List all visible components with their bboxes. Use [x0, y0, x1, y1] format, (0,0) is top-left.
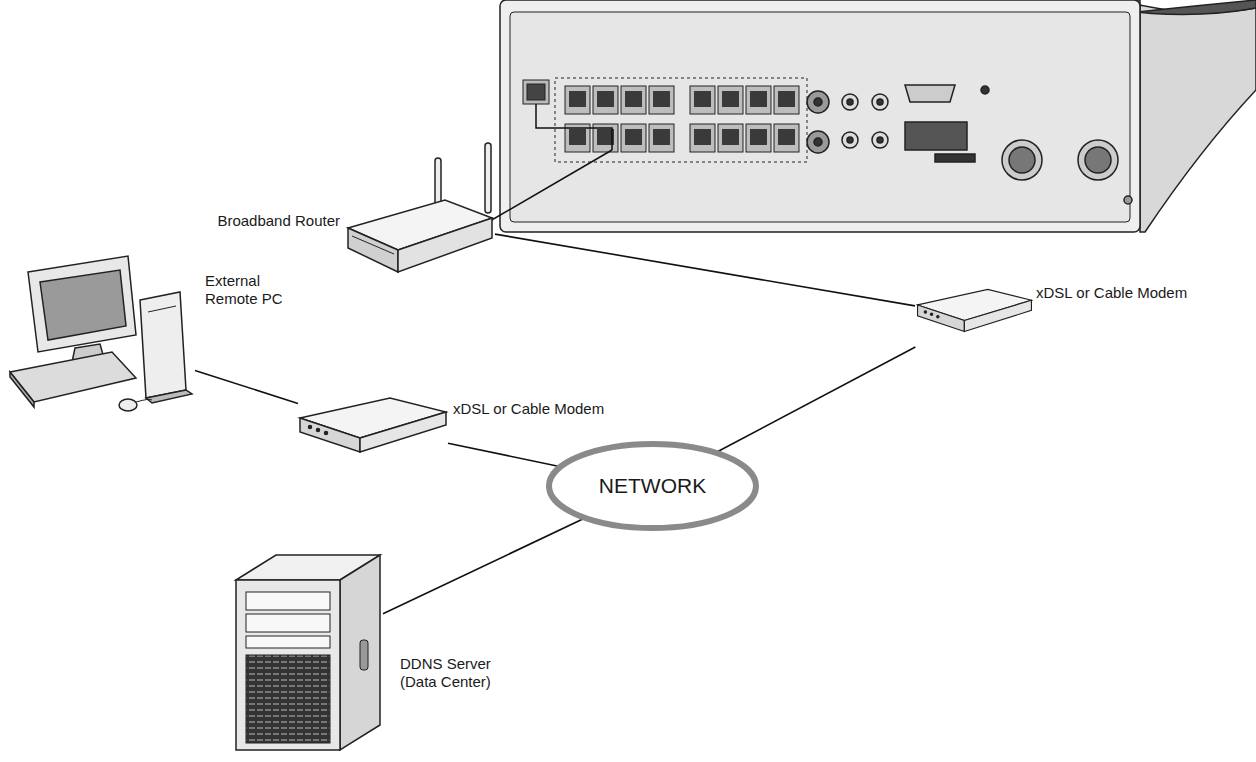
- rj45-socket: [778, 129, 795, 145]
- rj45-port: [746, 86, 771, 114]
- modem-node: xDSL or Cable Modem: [915, 285, 1033, 347]
- rj45-socket: [653, 91, 670, 107]
- rj45-port: [649, 124, 674, 152]
- lan-cable: [478, 104, 612, 228]
- network-cable: [448, 443, 558, 466]
- rj45-socket: [597, 91, 614, 107]
- rj45-port: [774, 86, 799, 114]
- pc-icon: [10, 256, 192, 411]
- rj45-port: [593, 86, 618, 114]
- device-label: xDSL or Cable Modem: [453, 400, 653, 418]
- network-label: NETWORK: [545, 440, 760, 532]
- rj45-port: [690, 124, 715, 152]
- modem-icon: [300, 398, 446, 452]
- modem-node: xDSL or Cable Modem: [298, 395, 448, 460]
- rj45-socket: [625, 91, 642, 107]
- rj45-socket: [653, 129, 670, 145]
- network-cable: [195, 370, 298, 403]
- rj45-socket: [569, 129, 586, 145]
- rj45-socket: [722, 129, 739, 145]
- device-label: xDSL or Cable Modem: [1036, 284, 1246, 302]
- router-icon: [348, 143, 492, 272]
- dvr-unit: [500, 0, 1256, 232]
- rj45-port: [565, 86, 590, 114]
- device-label: External Remote PC: [205, 272, 300, 308]
- modem-icon: [918, 289, 1032, 331]
- network-cloud: NETWORK: [545, 440, 760, 532]
- router-node: Broadband Router: [330, 140, 495, 300]
- rj45-port: [774, 124, 799, 152]
- rj45-socket: [694, 129, 711, 145]
- rj45-port: [718, 86, 743, 114]
- server-node: DDNS Server (Data Center): [228, 548, 383, 753]
- rj45-socket: [722, 91, 739, 107]
- network-cable: [495, 234, 915, 306]
- rj45-socket: [694, 91, 711, 107]
- device-label: DDNS Server (Data Center): [400, 655, 510, 691]
- rj45-socket: [750, 129, 767, 145]
- rj45-socket: [750, 91, 767, 107]
- rj45-port: [718, 124, 743, 152]
- network-cable: [718, 347, 916, 451]
- rj45-port: [649, 86, 674, 114]
- rj45-port: [746, 124, 771, 152]
- rj45-port: [621, 86, 646, 114]
- rj45-socket: [569, 91, 586, 107]
- pc-node: External Remote PC: [5, 255, 195, 425]
- rj45-port: [621, 124, 646, 152]
- rj45-socket: [625, 129, 642, 145]
- device-label: Broadband Router: [190, 212, 340, 230]
- network-cable: [383, 519, 583, 614]
- server-icon: [236, 555, 380, 750]
- rj45-socket: [778, 91, 795, 107]
- rj45-port: [690, 86, 715, 114]
